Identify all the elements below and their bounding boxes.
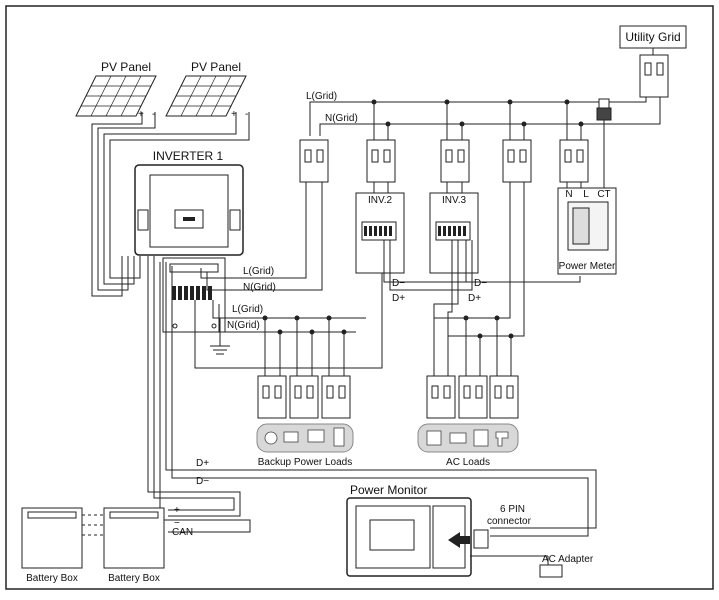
pv-panel-label: PV Panel: [191, 60, 241, 74]
power-monitor-label: Power Monitor: [350, 483, 427, 497]
pv-wires: [91, 112, 250, 297]
top-breakers: [299, 139, 589, 183]
l-grid-backup-label: L(Grid): [232, 304, 263, 315]
grid-bus-lines: [309, 97, 661, 190]
washer-icon: [473, 429, 489, 447]
hair-dryer-icon: [495, 431, 509, 447]
laptop-icon: [283, 431, 299, 443]
power-meter-label: Power Meter: [559, 261, 616, 272]
microwave-icon: [449, 432, 467, 444]
load-breaker: [321, 375, 351, 419]
ct-clamp: [596, 107, 612, 121]
tv-icon: [307, 429, 325, 443]
l-grid-inv-label: L(Grid): [243, 266, 274, 277]
inv-feed-wires: [373, 182, 581, 376]
inverter-3: INV.3: [429, 192, 479, 274]
arrow-icon: [448, 532, 470, 548]
n-grid-inv-label: N(Grid): [243, 282, 276, 293]
inverter-1-label: INVERTER 1: [153, 149, 224, 163]
battery-links: [82, 514, 104, 536]
top-breaker: [502, 139, 532, 183]
n-grid-backup-label: N(Grid): [227, 320, 260, 331]
light-icon: [264, 431, 278, 445]
backup-loads-panel: [256, 423, 354, 453]
meter-terminal-l: L: [583, 189, 589, 200]
battery-plus-label: +: [174, 505, 180, 516]
fridge-icon: [333, 427, 345, 447]
power-meter: N L CT Power Meter: [557, 182, 617, 275]
load-breaker: [458, 375, 488, 419]
battery-box-2: Battery Box: [103, 507, 165, 584]
bus-junctions: [371, 99, 584, 127]
top-breaker: [440, 139, 470, 183]
utility-grid-label: Utility Grid: [625, 30, 680, 44]
battery-box-1-label: Battery Box: [26, 573, 78, 584]
utility-grid-breaker: [639, 54, 669, 98]
battery-comm-wires: [147, 256, 597, 537]
load-breaker: [489, 375, 519, 419]
ac-loads: AC Loads: [417, 423, 519, 468]
battery-box-2-label: Battery Box: [108, 573, 160, 584]
ac-load-distribution: [434, 182, 525, 376]
pv2-minus: -: [245, 109, 248, 120]
top-breaker: [366, 139, 396, 183]
pv1-plus: +: [138, 109, 144, 120]
meter-terminal-n: N: [565, 189, 572, 200]
ac-loads-label: AC Loads: [446, 457, 490, 468]
pv-panel-2: PV Panel + -: [165, 60, 248, 120]
load-breaker: [426, 375, 456, 419]
d-plus-inv2: D+: [392, 293, 405, 304]
ac-loads-panel: [417, 423, 519, 453]
inverter-2: INV.2: [355, 192, 405, 274]
d-plus-inv3: D+: [468, 293, 481, 304]
load-breaker: [289, 375, 319, 419]
ac-adapter-icon: [539, 564, 563, 578]
pv-panel-1: PV Panel + -: [75, 60, 157, 120]
inverter-grid-wires: [200, 182, 366, 333]
l-grid-top-label: L(Grid): [306, 91, 337, 102]
backup-distribution: [194, 272, 383, 376]
connector-label-1: 6 PIN: [500, 504, 525, 515]
top-breaker: [559, 139, 589, 183]
n-grid-top-label: N(Grid): [325, 113, 358, 124]
inverter-1: INVERTER 1: [134, 149, 244, 256]
battery-minus-label: −: [174, 518, 180, 529]
d-plus-monitor: D+: [196, 458, 209, 469]
d-minus-inv3: D−: [474, 278, 487, 289]
load-breaker: [257, 375, 287, 419]
can-label: CAN: [172, 527, 193, 538]
diagram-frame: [5, 5, 714, 590]
d-minus-inv2: D−: [392, 278, 405, 289]
utility-grid: Utility Grid: [619, 25, 687, 98]
connector-icon: [473, 529, 489, 549]
pv-panel-label: PV Panel: [101, 60, 151, 74]
meter-terminal-ct: CT: [597, 189, 610, 200]
backup-loads: Backup Power Loads: [256, 423, 354, 468]
ac-adapter-label: AC Adapter: [542, 554, 594, 565]
connector-label-2: connector: [487, 516, 532, 527]
inverter-1-terminal-block: [162, 257, 226, 333]
load-breakers: [257, 375, 519, 419]
appliance-icon: [426, 430, 442, 446]
backup-loads-label: Backup Power Loads: [258, 457, 353, 468]
battery-box-1: Battery Box: [21, 507, 83, 584]
pv1-minus: -: [152, 109, 155, 120]
inverter-3-label: INV.3: [442, 195, 467, 206]
inverter-2-label: INV.2: [368, 195, 393, 206]
d-minus-monitor: D−: [196, 476, 209, 487]
top-breaker: [299, 139, 329, 183]
power-monitor: Power Monitor 6 PIN connector AC Adapter: [346, 483, 594, 578]
pv2-plus: +: [231, 109, 237, 120]
